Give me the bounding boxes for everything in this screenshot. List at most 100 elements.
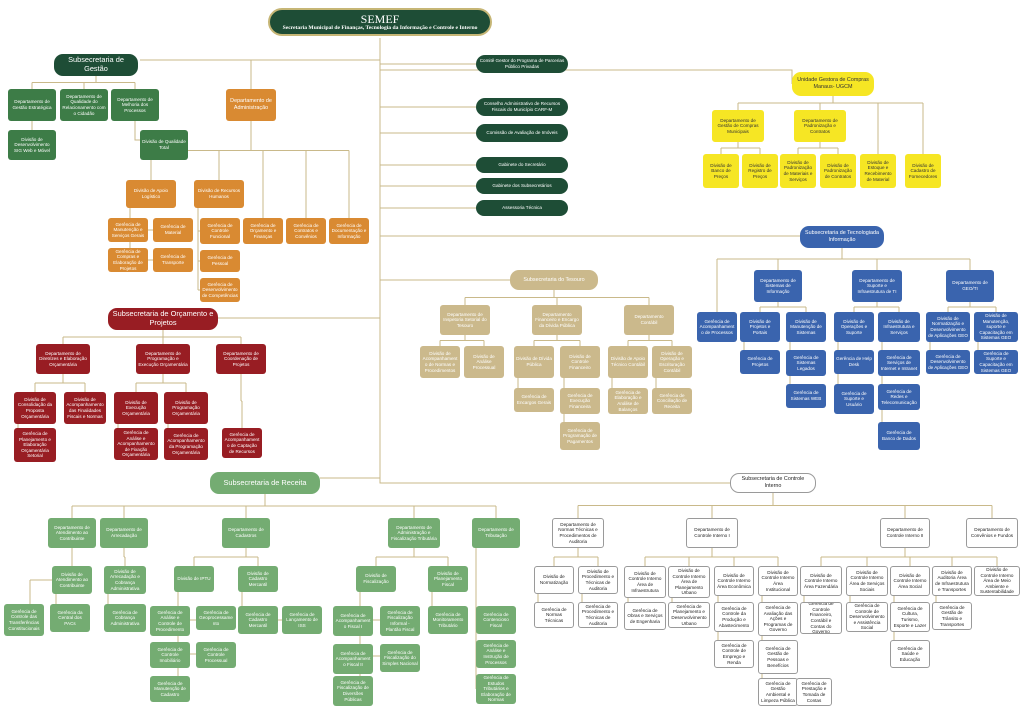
org-node-ci1b[interactable]: Divisão de Procedimento e Técnicas de Au… xyxy=(578,566,618,594)
org-node-re1a1[interactable]: Gerência de Controle das Transferências … xyxy=(4,604,44,636)
org-node-ci2d[interactable]: Divisão de Controle Interno Área Institu… xyxy=(758,566,798,596)
org-node-ti2a2[interactable]: Gerência de Suporte e Usuário xyxy=(834,384,874,414)
org-node-ci1a[interactable]: Divisão de Normatização xyxy=(534,566,574,594)
org-node-te1[interactable]: Departamento de Inspetoria Setorial do T… xyxy=(440,305,490,335)
org-node-c4[interactable]: Gabinete do Secretário xyxy=(476,157,568,173)
org-node-ci2c2[interactable]: Gerência de Controle de Emprego e Renda xyxy=(714,640,754,668)
org-node-ti2b2[interactable]: Gerência de Redes e Telecomunicação xyxy=(878,384,920,410)
org-node-ti3b[interactable]: Divisão de Manutenção, suporte e Capacit… xyxy=(974,312,1018,342)
org-node-ti0[interactable]: Gerência de Acompanhamento de Processos xyxy=(697,312,737,342)
org-node-ci3b[interactable]: Divisão de Controle Interno Área de Serv… xyxy=(846,566,888,596)
org-node-re1a2[interactable]: Gerência da Central dos PACs xyxy=(50,604,90,632)
org-node-c6[interactable]: Assessoria Técnica xyxy=(476,200,568,216)
org-node-ci1b1[interactable]: Gerência de Procedimento e Técnicas de A… xyxy=(578,602,618,628)
org-node-re5[interactable]: Departamento de Tributação xyxy=(472,518,520,548)
org-node-ti2a[interactable]: Divisão de Operações e Suporte xyxy=(834,312,874,342)
org-node-re3b2[interactable]: Gerência de Lançamento de ISS xyxy=(282,606,322,634)
org-node-te2b[interactable]: Divisão de Controle Financeiro xyxy=(560,346,600,378)
org-node-ci4[interactable]: Departamento de Convênios e Fundos xyxy=(966,518,1018,548)
org-node-re3a4[interactable]: Gerência de Controle Processual xyxy=(196,642,236,668)
org-node-te3a1[interactable]: Gerência de Elaboração e Análise de Bala… xyxy=(608,388,648,414)
org-node-ti2b3[interactable]: Gerência de Banco de Dados xyxy=(878,422,920,450)
org-node-re5a[interactable]: Gerência de Contencioso Fiscal xyxy=(476,606,516,634)
org-node-re4a1[interactable]: Gerência de Acompanhamento Fiscal I xyxy=(333,606,373,636)
org-node-ci3d1[interactable]: Gerência de Gestão de Trânsito e Transpo… xyxy=(932,602,972,630)
org-node-ci3e[interactable]: Divisão de Controle Interno Área de Meio… xyxy=(974,566,1020,596)
org-node-ad2[interactable]: Divisão de Recursos Humanos xyxy=(194,180,244,208)
org-node-te2[interactable]: Departamento Financeiro e Encargo da Dív… xyxy=(532,305,582,335)
org-node-ci2d1[interactable]: Gerência de Avaliação das Ações e Progra… xyxy=(758,602,798,636)
org-node-ug1b[interactable]: Divisão de Registro de Preços xyxy=(742,154,778,188)
org-node-ug2b[interactable]: Divisão de Padronização de Contratos xyxy=(820,154,856,188)
org-node-re5c[interactable]: Gerência de Estudos Tributários e Elabor… xyxy=(476,674,516,704)
org-node-ti2b[interactable]: Divisão de Infraestrutura e Serviços xyxy=(878,312,920,342)
org-node-te2b2[interactable]: Gerência de Programação de Pagamentos xyxy=(560,422,600,450)
org-node-ti2[interactable]: Departamento de Suporte e Infraestrutura… xyxy=(852,270,902,302)
org-node-ci2[interactable]: Departamento de Controle Interno I xyxy=(686,518,738,548)
org-node-re3b[interactable]: Divisão de Cadastro Mercantil xyxy=(238,566,278,592)
org-node-re3[interactable]: Departamento de Cadastros xyxy=(222,518,270,548)
org-node-g[interactable]: Subsecretaria de Gestão xyxy=(54,54,138,76)
org-node-c3[interactable]: Comissão de Avaliação de Imóveis xyxy=(476,124,568,142)
org-node-ci3b1[interactable]: Gerência de Controle de Desenvolvimento … xyxy=(846,602,888,632)
org-node-re1[interactable]: Departamento de Atendimento ao Contribui… xyxy=(48,518,96,548)
org-node-re2[interactable]: Departamento de Arrecadação xyxy=(100,518,148,548)
org-node-ci3a[interactable]: Divisão de Controle Interno Área Fazendá… xyxy=(800,566,842,596)
org-node-op2b1[interactable]: Gerência de Acompanhamento da Programaçã… xyxy=(164,428,208,460)
org-node-ti[interactable]: Subsecretaria de Tecnologiada Informação xyxy=(800,226,884,248)
org-node-te2a1[interactable]: Gerência de Encargos Gerais xyxy=(514,388,554,412)
org-node-re2a1[interactable]: Gerência de Cobrança Administrativa xyxy=(104,604,146,632)
org-node-te3b1[interactable]: Gerência de Conciliação de Receita xyxy=(652,388,692,414)
org-node-re4a[interactable]: Divisão de Fiscalização xyxy=(356,566,396,592)
org-node-c1[interactable]: Comitê Gestor do Programa de Parcerias P… xyxy=(476,55,568,73)
org-node-op1[interactable]: Departamento de Diretrizes e Elaboração … xyxy=(36,344,90,374)
org-node-op2[interactable]: Departamento de Programação e Execução O… xyxy=(136,344,190,374)
org-node-ti3a[interactable]: Divisão de Normatização e Desenvolviment… xyxy=(926,312,970,342)
org-node-ti1a[interactable]: Divisão de Projetos e Portais xyxy=(740,312,780,342)
org-node-re3a1[interactable]: Gerência de Análise e Controle de Proced… xyxy=(150,606,190,636)
org-node-re3a2[interactable]: Gerência de Geoprocessamento xyxy=(196,606,236,630)
org-node-ad[interactable]: Departamento de Administração xyxy=(226,89,276,121)
org-node-ci3c1[interactable]: Gerência de Cultura, Turismo, Esporte e … xyxy=(890,602,930,632)
org-node-ad1c[interactable]: Gerência de Compras e Elaboração de Proj… xyxy=(108,248,148,272)
org-node-ci[interactable]: Subsecretaria de Controle Interno xyxy=(730,473,816,493)
org-node-ci3a1[interactable]: Gerência de Controle Financeiro, Contábi… xyxy=(800,602,842,634)
org-node-op1a1[interactable]: Gerência de Planejamento e Elaboração Or… xyxy=(14,428,56,462)
org-node-c2[interactable]: Conselho Administrativo de Recursos Fisc… xyxy=(476,98,568,116)
org-node-re3a5[interactable]: Gerência de Manutenção de Cadastro xyxy=(150,676,190,702)
org-node-op3a[interactable]: Gerência de Acompanhamento de Captação d… xyxy=(222,428,262,458)
org-node-ti1b[interactable]: Divisão de Manutenção de Sistemas xyxy=(786,312,826,342)
org-node-ci3c2[interactable]: Gerência de Saúde e Educação xyxy=(890,640,930,668)
org-node-c5[interactable]: Gabinete dos Subsecretários xyxy=(476,178,568,194)
org-node-ti3[interactable]: Departamento de GEO/TI xyxy=(946,270,994,302)
org-node-ug3[interactable]: Divisão de Estoque e Recebimento de Mate… xyxy=(860,154,896,188)
org-node-ti3a1[interactable]: Gerência de Desenvolvimento de Aplicaçõe… xyxy=(926,350,970,374)
org-node-g3a[interactable]: Divisão de Qualidade Total xyxy=(140,130,188,160)
org-node-te[interactable]: Subsecretaria do Tesouro xyxy=(510,270,598,290)
org-node-re4a3[interactable]: Gerência de Fiscalização de Diversões Pú… xyxy=(333,676,373,706)
org-node-ug1[interactable]: Departamento de Gestão de Compras Munici… xyxy=(712,110,764,142)
org-node-ti1b2[interactable]: Gerência de Sistemas WEB xyxy=(786,384,826,408)
org-node-op1b[interactable]: Divisão de Acompanhamento das Finalidade… xyxy=(64,392,106,424)
org-node-ci2a1[interactable]: Gerência de Obras e Serviços de Engenhar… xyxy=(624,602,666,630)
org-node-g2[interactable]: Departamento de Qualidade do Relacioname… xyxy=(60,89,108,121)
org-node-ci3[interactable]: Departamento de Controle Interno II xyxy=(880,518,930,548)
org-node-ad1d[interactable]: Gerência de Transporte xyxy=(153,248,193,272)
org-node-ad3[interactable]: Gerência de Orçamento e Finanças xyxy=(243,218,283,244)
org-node-ci2c[interactable]: Divisão de Controle Interno Área Econômi… xyxy=(714,566,754,596)
org-node-ci2a[interactable]: Divisão de Controle Interno Área de Infr… xyxy=(624,566,666,598)
org-node-ad4[interactable]: Gerência de Contratos e Convênios xyxy=(286,218,326,244)
org-node-ti2a1[interactable]: Gerência de Help Desk xyxy=(834,350,874,374)
org-node-ad1[interactable]: Divisão de Apoio Logístico xyxy=(126,180,176,208)
org-node-re[interactable]: Subsecretaria de Receita xyxy=(210,472,320,494)
org-node-ci3d[interactable]: Divisão de Auditoria Área de Infraestrut… xyxy=(932,566,972,596)
org-node-op2a1[interactable]: Gerência de Análise e Acompanhamento de … xyxy=(114,428,158,460)
org-node-re4b1[interactable]: Gerência de Monitoramento Tributário xyxy=(428,606,468,634)
org-node-ti3b1[interactable]: Gerência de Suporte e Capacitação em Sis… xyxy=(974,350,1018,374)
org-node-re4a2[interactable]: Gerência de Acompanhamento Fiscal II xyxy=(333,644,373,674)
org-node-ug2a[interactable]: Divisão de Padronização de Materiais e S… xyxy=(780,154,816,188)
org-node-te1b[interactable]: Divisão de Análise Processual xyxy=(464,346,504,378)
org-node-g1a[interactable]: Divisão de Desenvolvimento SIG Web e Móv… xyxy=(8,130,56,160)
root-semef[interactable]: SEMEF Secretaria Municipal de Finanças, … xyxy=(268,8,492,36)
org-node-ad2b[interactable]: Gerência de Pessoal xyxy=(200,250,240,272)
